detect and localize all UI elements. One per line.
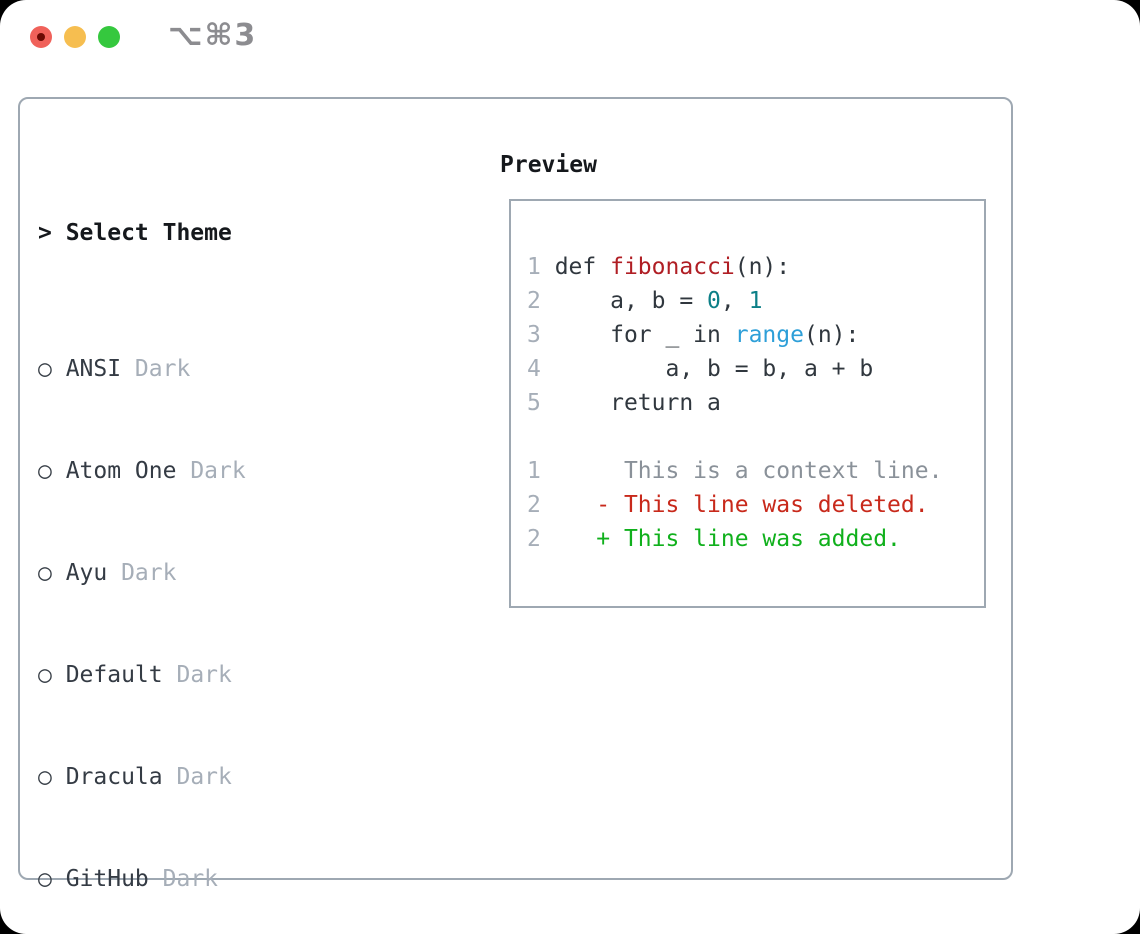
zoom-button[interactable] — [98, 26, 120, 48]
minimize-button[interactable] — [64, 26, 86, 48]
theme-option-ayu-dark[interactable]: ○ Ayu Dark — [38, 556, 426, 590]
theme-list-header: > Select Theme — [38, 216, 426, 250]
theme-variant: Dark — [176, 764, 232, 790]
radio-icon: ○ — [38, 662, 52, 688]
theme-list-title: Select Theme — [65, 220, 232, 246]
code-line: 1 def fibonacci(n): — [527, 254, 791, 280]
radio-icon: ○ — [38, 560, 52, 586]
theme-variant: Dark — [134, 356, 191, 382]
radio-icon: ○ — [38, 764, 52, 790]
code-line: 5 return a — [527, 390, 721, 416]
theme-name: Default — [65, 662, 163, 688]
theme-name: Ayu — [65, 560, 108, 586]
blank-line — [527, 420, 984, 454]
theme-variant: Dark — [121, 560, 177, 586]
theme-option-ansi-dark[interactable]: ○ ANSI Dark — [38, 352, 426, 386]
theme-option-atom-one-dark[interactable]: ○ Atom One Dark — [38, 454, 426, 488]
diff-context-line: 1 This is a context line. — [527, 458, 943, 484]
line-number: 1 — [527, 458, 541, 484]
theme-option-github-dark[interactable]: ○ GitHub Dark — [38, 862, 426, 896]
theme-option-dracula-dark[interactable]: ○ Dracula Dark — [38, 760, 426, 794]
close-button[interactable] — [30, 26, 52, 48]
code-line: 2 a, b = 0, 1 — [527, 288, 763, 314]
number-literal: 1 — [748, 288, 763, 314]
theme-name: Atom One — [65, 458, 177, 484]
preview-pane: 1 def fibonacci(n): 2 a, b = 0, 1 3 for … — [509, 199, 986, 608]
theme-option-default-dark[interactable]: ○ Default Dark — [38, 658, 426, 692]
theme-name: ANSI — [65, 356, 122, 382]
prompt-icon: > — [38, 220, 52, 246]
preview-title: Preview — [500, 152, 597, 178]
line-number: 1 — [527, 254, 541, 280]
theme-variant: Dark — [190, 458, 246, 484]
diff-added-line: 2 + This line was added. — [527, 526, 901, 552]
theme-variant: Dark — [162, 866, 219, 892]
theme-variant: Dark — [176, 662, 232, 688]
function-name: fibonacci — [610, 254, 735, 280]
close-dot-icon — [37, 33, 45, 41]
line-number: 2 — [527, 492, 541, 518]
number-literal: 0 — [707, 288, 721, 314]
theme-name: Dracula — [65, 764, 163, 790]
window-title: ⌥⌘3 — [168, 18, 258, 53]
builtin-name: range — [734, 322, 804, 348]
titlebar — [30, 26, 120, 48]
line-number: 2 — [527, 526, 541, 552]
code-line: 4 a, b = b, a + b — [527, 356, 874, 382]
line-number: 2 — [527, 288, 541, 314]
radio-icon: ○ — [38, 356, 52, 382]
theme-name: GitHub — [65, 866, 149, 892]
line-number: 5 — [527, 390, 541, 416]
line-number: 4 — [527, 356, 541, 382]
code-line: 3 for _ in range(n): — [527, 322, 860, 348]
diff-deleted-line: 2 - This line was deleted. — [527, 492, 929, 518]
radio-icon: ○ — [38, 866, 52, 892]
radio-icon: ○ — [38, 458, 52, 484]
line-number: 3 — [527, 322, 541, 348]
